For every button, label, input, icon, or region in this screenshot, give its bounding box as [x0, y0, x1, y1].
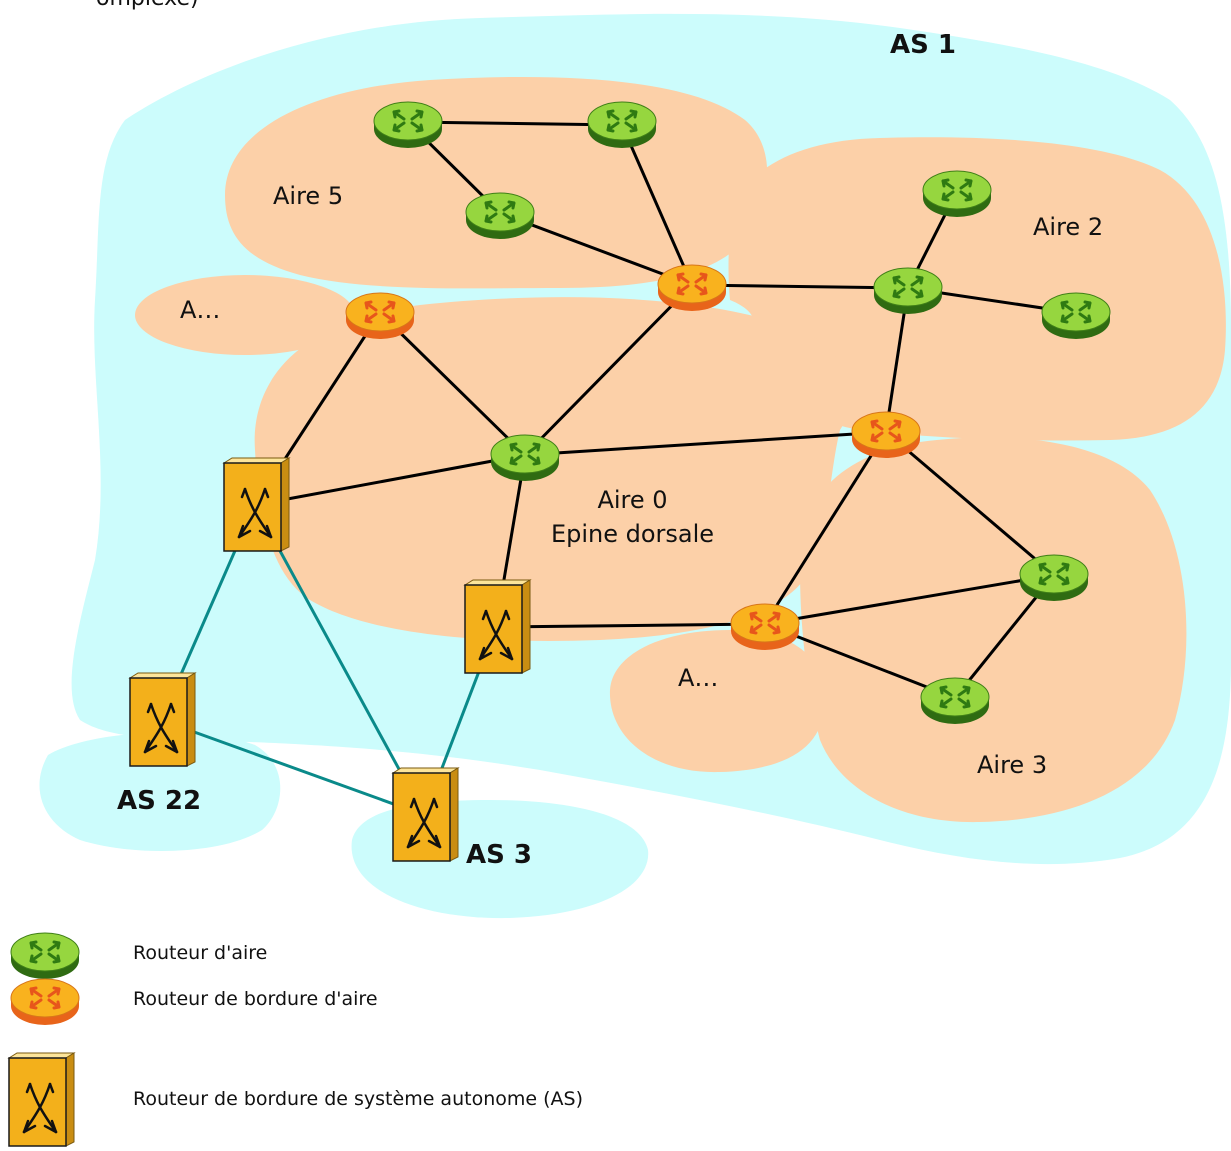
- legend-area-router-label: Routeur d'aire: [133, 942, 268, 964]
- area-router-icon: [372, 100, 444, 150]
- area-border-router-icon: [729, 602, 801, 652]
- area0-label: Aire 0 Epine dorsale: [540, 486, 725, 548]
- legend-as-border-router-label: Routeur de bordure de système autonome (…: [133, 1088, 583, 1110]
- area3-label: Aire 3: [977, 751, 1048, 779]
- area-router-icon: [919, 676, 991, 726]
- area-router-icon: [921, 169, 993, 219]
- area-router-icon: [1018, 553, 1090, 603]
- as22-region: [39, 732, 281, 851]
- area5-label: Aire 5: [273, 182, 344, 210]
- as1-label: AS 1: [890, 30, 956, 60]
- area0-title: Aire 0: [597, 486, 668, 514]
- area-router-icon: [489, 433, 561, 483]
- area-router-icon: [586, 100, 658, 150]
- area-border-router-icon: [656, 263, 728, 313]
- as-border-router-icon: [128, 671, 197, 768]
- area-router-icon: [464, 191, 536, 241]
- area-router-icon: [1040, 291, 1112, 341]
- area-left-label: A…: [180, 296, 221, 324]
- area2-region: [728, 137, 1226, 441]
- area-bottom-region: [609, 630, 825, 773]
- as-border-router-icon: [463, 578, 532, 675]
- legend-area-border-router-icon: [9, 977, 81, 1027]
- area-left-region: [135, 275, 355, 355]
- legend-as-border-router-icon: [7, 1051, 76, 1148]
- as-border-router-icon: [391, 766, 460, 863]
- area3-region: [799, 437, 1187, 823]
- area-border-router-icon: [850, 410, 922, 460]
- as3-label: AS 3: [466, 840, 532, 870]
- area-bottom-label: A…: [678, 664, 719, 692]
- area0-subtitle: Epine dorsale: [550, 520, 715, 548]
- top-fragment-text: omplexe): [96, 0, 199, 11]
- area-router-icon: [872, 266, 944, 316]
- as-border-router-icon: [222, 456, 291, 553]
- area2-label: Aire 2: [1033, 213, 1104, 241]
- legend-area-border-router-label: Routeur de bordure d'aire: [133, 988, 378, 1010]
- as22-label: AS 22: [117, 786, 202, 816]
- legend-area-router-icon: [9, 931, 81, 981]
- area-border-router-icon: [344, 291, 416, 341]
